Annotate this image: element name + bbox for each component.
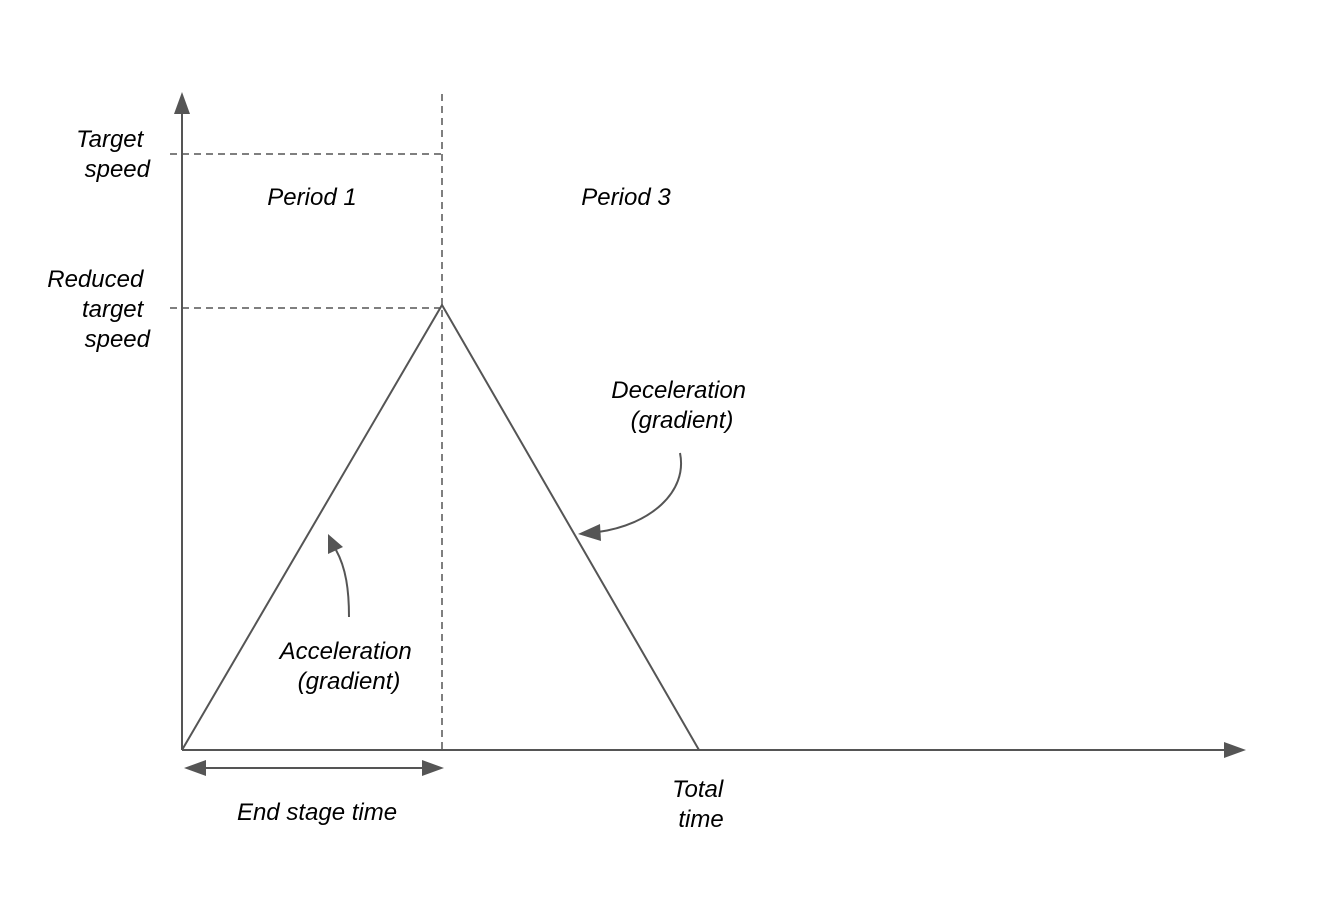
reduced-target-speed-label: Reduced target speed	[47, 266, 150, 353]
acceleration-pointer-arrowhead	[328, 534, 343, 554]
x-axis-arrowhead	[1224, 742, 1246, 758]
end-stage-time-left-arrowhead	[184, 760, 206, 776]
acceleration-label: Acceleration (gradient)	[278, 638, 419, 695]
deceleration-pointer-arrowhead	[578, 524, 601, 541]
acceleration-pointer-arrow	[335, 549, 350, 618]
deceleration-label: Deceleration (gradient)	[611, 377, 752, 434]
end-stage-time-right-arrowhead	[422, 760, 444, 776]
total-time-label: Total time	[672, 776, 730, 833]
deceleration-pointer-arrow	[597, 452, 683, 533]
speed-profile-line	[181, 303, 700, 751]
period-1-label: Period 1	[267, 184, 356, 211]
target-speed-label: Target speed	[76, 126, 150, 183]
end-stage-time-label: End stage time	[237, 799, 397, 826]
period-3-label: Period 3	[581, 184, 671, 211]
y-axis-arrowhead	[174, 92, 190, 114]
